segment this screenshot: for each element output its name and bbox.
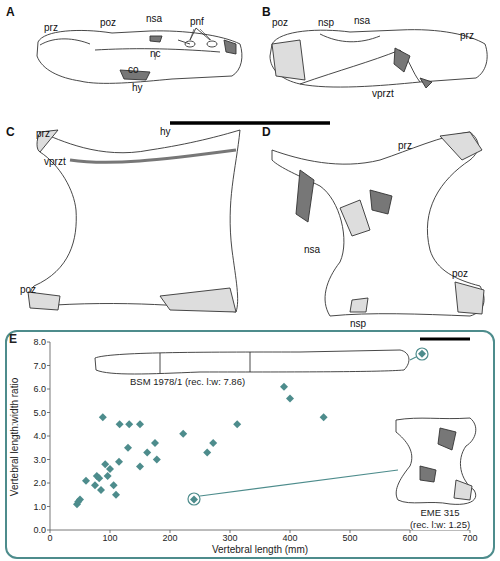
- axis-tick-label: 8.0: [33, 337, 46, 348]
- anatomy-label: poz: [100, 17, 116, 29]
- data-point: [190, 495, 198, 503]
- data-point: [418, 350, 426, 358]
- axis-tick-label: 7.0: [33, 360, 46, 371]
- panel-letter: D: [262, 126, 271, 138]
- anatomy-label: nsa: [304, 244, 320, 256]
- data-point: [136, 420, 144, 428]
- anatomy-label: prz: [44, 22, 58, 34]
- anatomy-label: hy: [160, 126, 171, 138]
- data-point: [112, 491, 120, 499]
- axis-tick-label: 300: [222, 533, 237, 544]
- specimen-label: BSM 1978/1 (rec. l:w: 7.86): [130, 376, 245, 387]
- axis-tick-label: 2.0: [33, 478, 46, 489]
- anatomy-label: nsa: [354, 15, 370, 27]
- axis-tick-label: 3.0: [33, 454, 46, 465]
- axis-tick-label: 5.0: [33, 407, 46, 418]
- data-point: [209, 439, 217, 447]
- anatomy-label: co: [128, 64, 139, 76]
- data-point: [153, 456, 161, 464]
- specimen-label: EME 315: [420, 507, 459, 518]
- data-point: [151, 439, 159, 447]
- anatomy-label: poz: [452, 268, 468, 280]
- data-point: [143, 448, 151, 456]
- anatomy-label: vprzt: [372, 88, 394, 100]
- data-point: [99, 413, 107, 421]
- axis-tick-label: 4.0: [33, 431, 46, 442]
- chart-panel: E 8.0 7.0 6.0 5.0 4.0 3.0 2.0 1.0 0.00 100 200 300 40…: [5, 330, 495, 559]
- data-point: [136, 463, 144, 471]
- anatomy-label: poz: [272, 17, 288, 29]
- panel-letter: C: [6, 126, 15, 138]
- data-point: [115, 458, 123, 466]
- axis-tick-label: 6.0: [33, 384, 46, 395]
- panel-letter: E: [9, 334, 17, 345]
- data-point: [286, 394, 294, 402]
- anatomy-label: vprzt: [44, 156, 66, 168]
- data-point: [116, 420, 124, 428]
- anatomy-label: prz: [36, 128, 50, 140]
- anatomy-label: nsp: [350, 318, 366, 330]
- data-point: [110, 481, 118, 489]
- data-point: [104, 472, 112, 480]
- panel-letter: A: [6, 6, 15, 18]
- axis-tick-label: 600: [402, 533, 417, 544]
- anatomy-label: prz: [398, 140, 412, 152]
- data-point: [124, 444, 132, 452]
- anatomy-label: pnf: [190, 16, 204, 28]
- anatomy-label: nc: [150, 48, 161, 60]
- data-point: [106, 465, 114, 473]
- anatomy-label: poz: [20, 284, 36, 296]
- data-point: [95, 474, 103, 482]
- axis-title: Vertebral length (mm): [212, 544, 308, 555]
- axis-tick-label: 1.0: [33, 501, 46, 512]
- data-point: [179, 430, 187, 438]
- specimen-label: (rec. l:w: 1.25): [410, 519, 470, 530]
- axis-tick-label: 0: [47, 533, 52, 544]
- anatomy-label: nsa: [146, 13, 162, 25]
- data-point: [125, 420, 133, 428]
- axis-title: Vertebral length:width ratio: [9, 378, 20, 496]
- axis-tick-label: 700: [462, 533, 477, 544]
- anatomy-label: prz: [460, 30, 474, 42]
- data-point: [320, 413, 328, 421]
- panel-letter: B: [262, 6, 271, 18]
- axis-tick-label: 400: [282, 533, 297, 544]
- axis-tick-label: 100: [102, 533, 117, 544]
- anatomy-label: nsp: [318, 17, 334, 29]
- axis-tick-label: 0.0: [33, 525, 46, 536]
- data-point: [280, 383, 288, 391]
- data-point: [233, 420, 241, 428]
- axis-tick-label: 500: [342, 533, 357, 544]
- data-point: [76, 495, 84, 503]
- data-point: [91, 481, 99, 489]
- axis-tick-label: 200: [162, 533, 177, 544]
- anatomy-label: hy: [132, 82, 143, 94]
- data-point: [97, 486, 105, 494]
- data-point: [203, 448, 211, 456]
- data-point: [82, 477, 90, 485]
